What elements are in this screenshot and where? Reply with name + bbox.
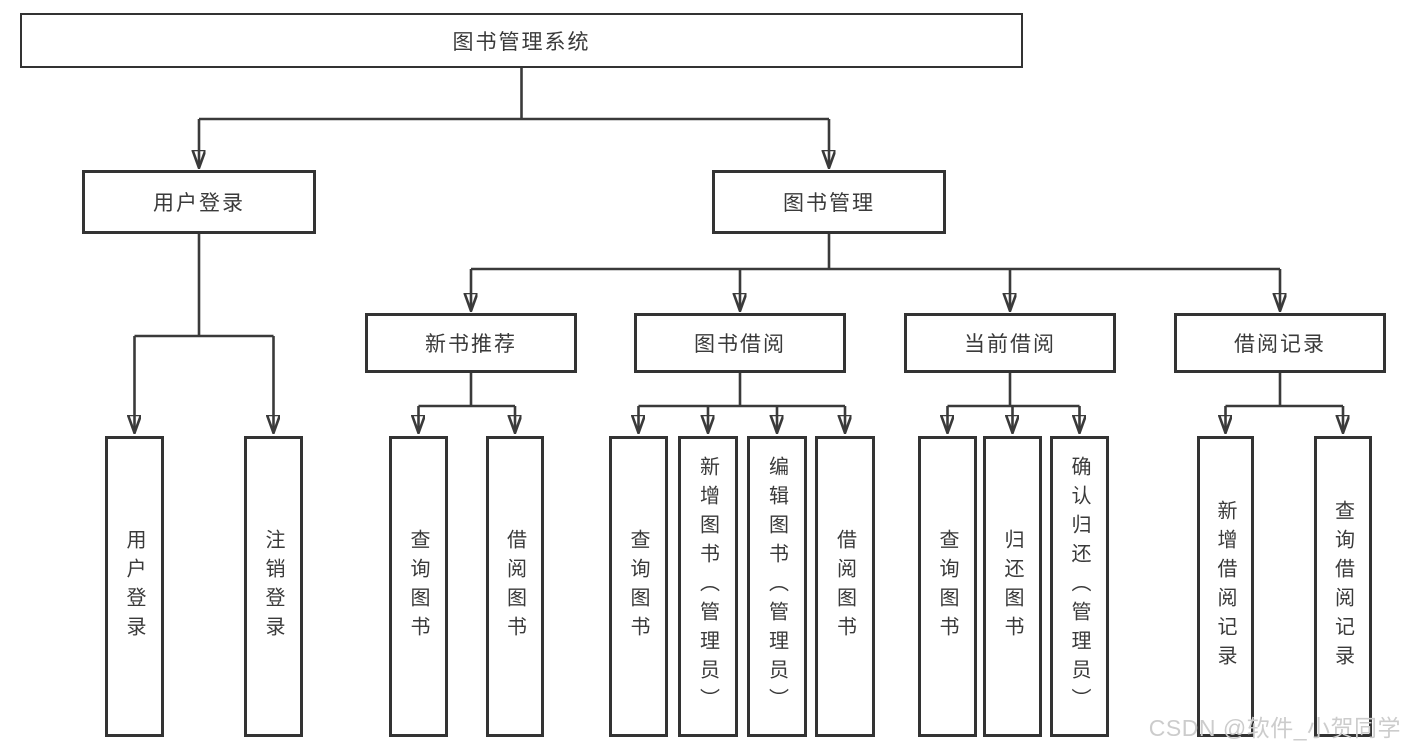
- node-leaf-edit-books-admin: 编辑图书（管理员）: [747, 436, 807, 737]
- node-leaf-return-books: 归还图书: [983, 436, 1042, 737]
- node-leaf-logout: 注销登录: [244, 436, 303, 737]
- node-new-book-recommend: 新书推荐: [365, 313, 577, 373]
- node-leaf-query-books-3: 查询图书: [918, 436, 977, 737]
- node-root-system: 图书管理系统: [20, 13, 1023, 68]
- node-leaf-borrow-books-1: 借阅图书: [486, 436, 544, 737]
- node-leaf-user-login: 用户登录: [105, 436, 164, 737]
- node-leaf-add-borrow-record: 新增借阅记录: [1197, 436, 1254, 737]
- node-leaf-query-borrow-record: 查询借阅记录: [1314, 436, 1372, 737]
- node-book-management-branch: 图书管理: [712, 170, 946, 234]
- node-leaf-add-books-admin: 新增图书（管理员）: [678, 436, 738, 737]
- watermark-text: CSDN @软件_小贺同学: [1148, 715, 1401, 741]
- node-current-borrow: 当前借阅: [904, 313, 1116, 373]
- node-user-login-branch: 用户登录: [82, 170, 316, 234]
- node-leaf-query-books-2: 查询图书: [609, 436, 668, 737]
- node-borrow-records: 借阅记录: [1174, 313, 1386, 373]
- node-book-borrow: 图书借阅: [634, 313, 846, 373]
- node-leaf-confirm-return-admin: 确认归还（管理员）: [1050, 436, 1109, 737]
- node-leaf-borrow-books-2: 借阅图书: [815, 436, 875, 737]
- node-leaf-query-books-1: 查询图书: [389, 436, 448, 737]
